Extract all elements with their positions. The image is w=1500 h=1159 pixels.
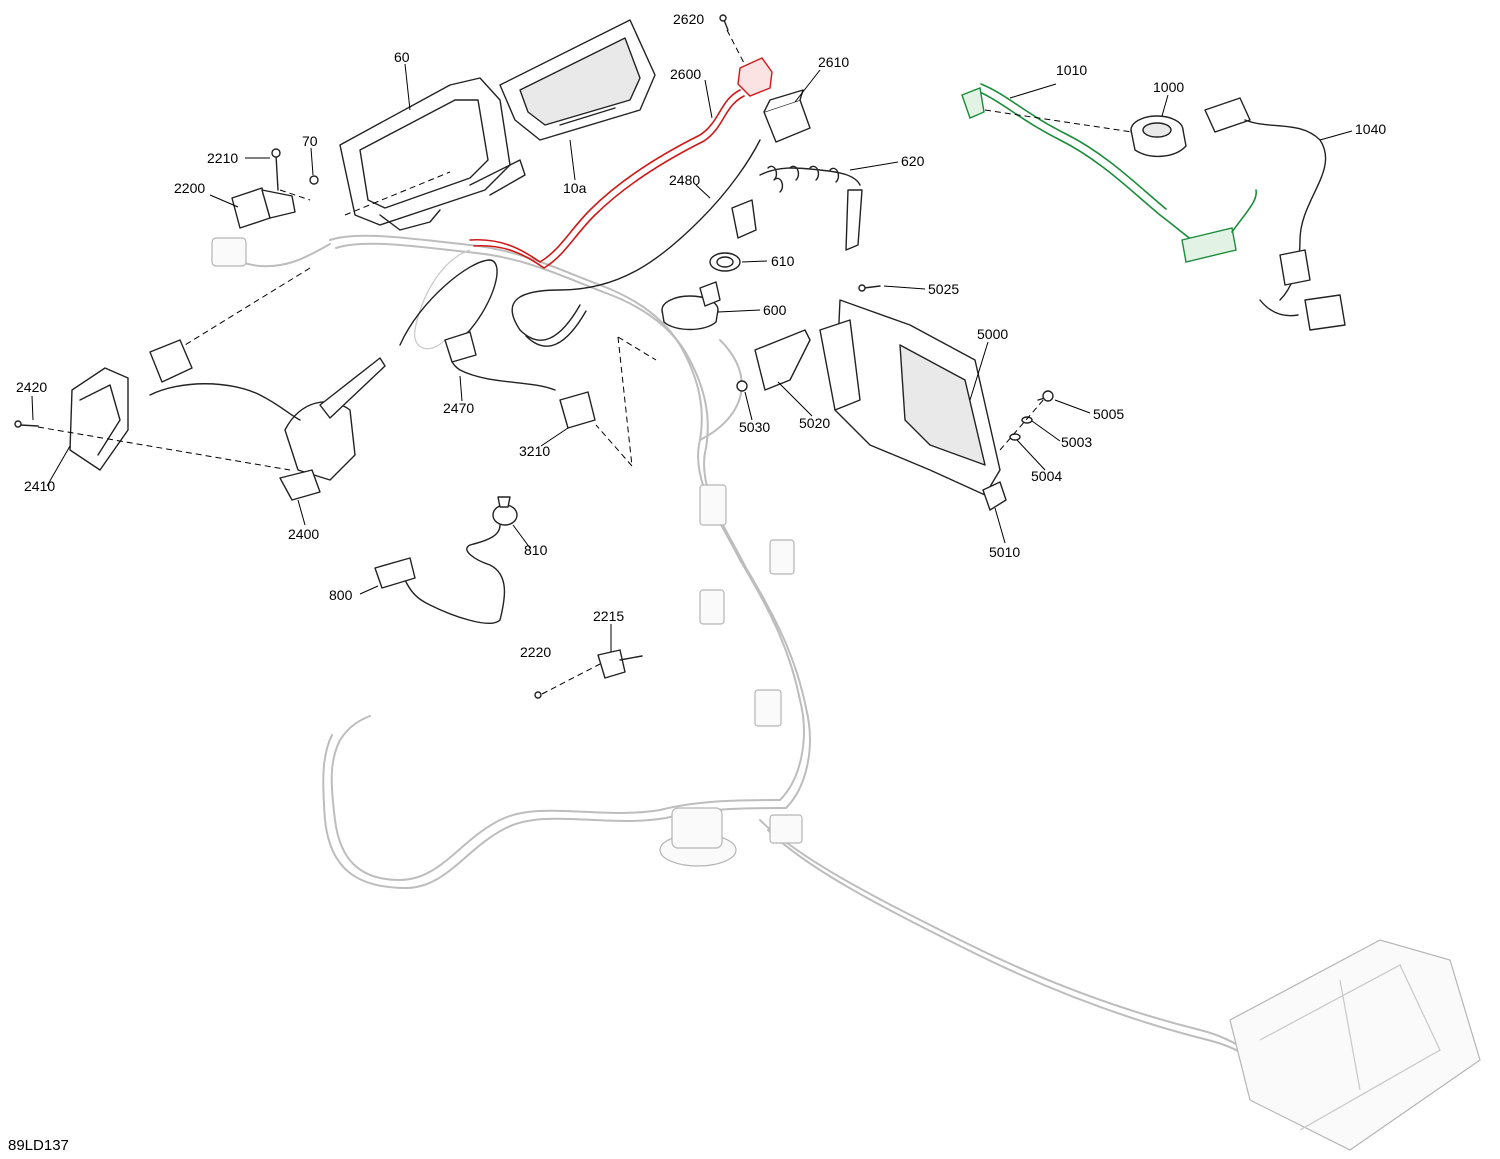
callout-810: 810 xyxy=(524,542,548,558)
callout-2220: 2220 xyxy=(520,644,551,660)
sensor-810 xyxy=(492,496,518,526)
callout-70: 70 xyxy=(302,133,318,149)
screw-2620 xyxy=(719,14,729,31)
callout-2420: 2420 xyxy=(16,379,47,395)
callout-5003: 5003 xyxy=(1061,434,1092,450)
socket-600 xyxy=(661,281,721,331)
drawing-code: 89LD137 xyxy=(8,1137,69,1154)
callout-600: 600 xyxy=(763,302,787,318)
callout-60: 60 xyxy=(394,49,410,65)
bracket-5020 xyxy=(754,329,811,391)
gauge-housing-60 xyxy=(339,77,526,231)
sensor-harness-800 xyxy=(374,524,506,624)
screw-5025 xyxy=(858,284,881,292)
callout-620: 620 xyxy=(901,153,925,169)
washer-5004 xyxy=(1009,433,1021,441)
screw-70 xyxy=(309,175,319,185)
callout-10a: 10a xyxy=(563,180,587,196)
washer-5003 xyxy=(1021,416,1033,424)
callout-2410: 2410 xyxy=(24,478,55,494)
callout-5025: 5025 xyxy=(928,281,959,297)
harness-1040 xyxy=(1204,97,1346,331)
callout-1000: 1000 xyxy=(1153,79,1184,95)
callout-1040: 1040 xyxy=(1355,121,1386,137)
cap-5010 xyxy=(982,481,1007,511)
callout-2610: 2610 xyxy=(818,54,849,70)
callout-610: 610 xyxy=(771,253,795,269)
harness-1010-highlighted xyxy=(961,83,1257,263)
callout-5000: 5000 xyxy=(977,326,1008,342)
callout-1010: 1010 xyxy=(1056,62,1087,78)
harness-2470 xyxy=(399,259,556,391)
power-socket-1000 xyxy=(1130,115,1187,157)
callout-labels: 60 70 10a 2620 2600 2610 1010 1000 1040 … xyxy=(16,11,1386,660)
callout-5010: 5010 xyxy=(989,544,1020,560)
callout-2400: 2400 xyxy=(288,526,319,542)
callout-2215: 2215 xyxy=(593,608,624,624)
grommet-610 xyxy=(709,252,741,272)
connector-3210 xyxy=(559,391,596,429)
callout-5020: 5020 xyxy=(799,415,830,431)
screw-2420 xyxy=(14,420,39,428)
screw-5030 xyxy=(736,380,748,392)
screw-2220 xyxy=(534,691,542,699)
callout-2210: 2210 xyxy=(207,150,238,166)
callout-5005: 5005 xyxy=(1093,406,1124,422)
callout-5004: 5004 xyxy=(1031,468,1062,484)
callout-5030: 5030 xyxy=(739,419,770,435)
callout-2480: 2480 xyxy=(669,172,700,188)
callout-2620: 2620 xyxy=(673,11,704,27)
callout-2470: 2470 xyxy=(443,400,474,416)
harness-2480 xyxy=(511,139,761,347)
fuse-holder-2600-highlighted xyxy=(469,57,773,269)
callout-3210: 3210 xyxy=(519,443,550,459)
callout-2200: 2200 xyxy=(174,180,205,196)
explode-lines xyxy=(37,29,1133,695)
cover-2610 xyxy=(763,89,811,143)
switch-assembly-2400 xyxy=(149,339,386,501)
display-module-10a xyxy=(499,19,656,141)
module-5000 xyxy=(819,299,1001,496)
callout-800: 800 xyxy=(329,587,353,603)
screw-5005 xyxy=(1037,390,1054,402)
connector-2200 xyxy=(231,187,296,229)
coiled-cord-620 xyxy=(759,165,863,251)
bracket-2215 xyxy=(597,649,643,679)
cover-2410 xyxy=(69,367,129,471)
leader-lines xyxy=(31,63,1353,652)
callout-2600: 2600 xyxy=(670,66,701,82)
main-harness-ghost xyxy=(211,234,1481,1151)
screw-2210 xyxy=(271,148,281,191)
